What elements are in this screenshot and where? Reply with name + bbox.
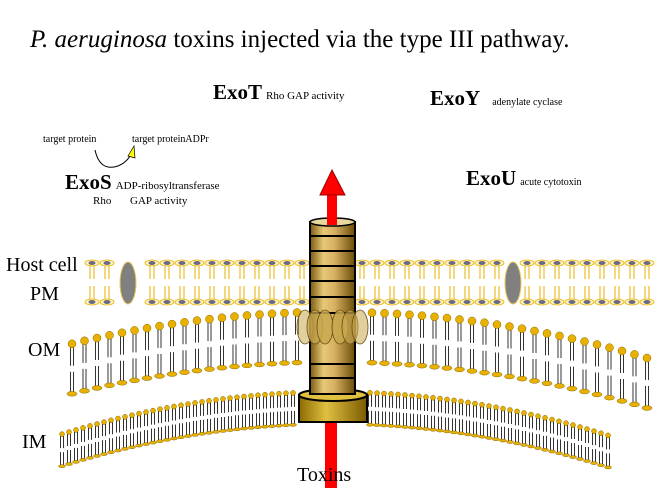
secretin-ring bbox=[296, 309, 369, 345]
exos-gap-label: GAP activity bbox=[130, 195, 188, 207]
exos-rho-label: Rho bbox=[93, 195, 112, 207]
host-plasma-membrane bbox=[84, 259, 655, 306]
exot-label: ExoT Rho GAP activity bbox=[213, 80, 345, 104]
curved-arrow-icon bbox=[94, 144, 136, 168]
host-cell-label: Host cell bbox=[6, 254, 78, 276]
exoy-label: ExoY adenylate cyclase bbox=[430, 86, 563, 110]
exos-label: ExoS ADP-ribosyltransferase bbox=[65, 170, 220, 194]
needle-complex bbox=[296, 217, 369, 395]
outer-membrane bbox=[66, 308, 653, 411]
product-label: target proteinADPr bbox=[132, 134, 209, 145]
red-arrow-icon bbox=[319, 168, 346, 225]
toxins-label: Toxins bbox=[297, 464, 352, 486]
om-label: OM bbox=[28, 339, 61, 361]
toxin-flow-bottom bbox=[325, 418, 337, 488]
im-label: IM bbox=[22, 431, 47, 453]
pm-protein-left bbox=[119, 261, 137, 305]
pm-label: PM bbox=[30, 283, 59, 305]
pm-protein-right bbox=[504, 261, 522, 305]
exou-label: ExoU acute cytotoxin bbox=[466, 166, 582, 190]
page-title: P. aeruginosa toxins injected via the ty… bbox=[30, 26, 570, 53]
substrate-label: target protein bbox=[43, 134, 97, 145]
inner-membrane bbox=[58, 390, 612, 470]
